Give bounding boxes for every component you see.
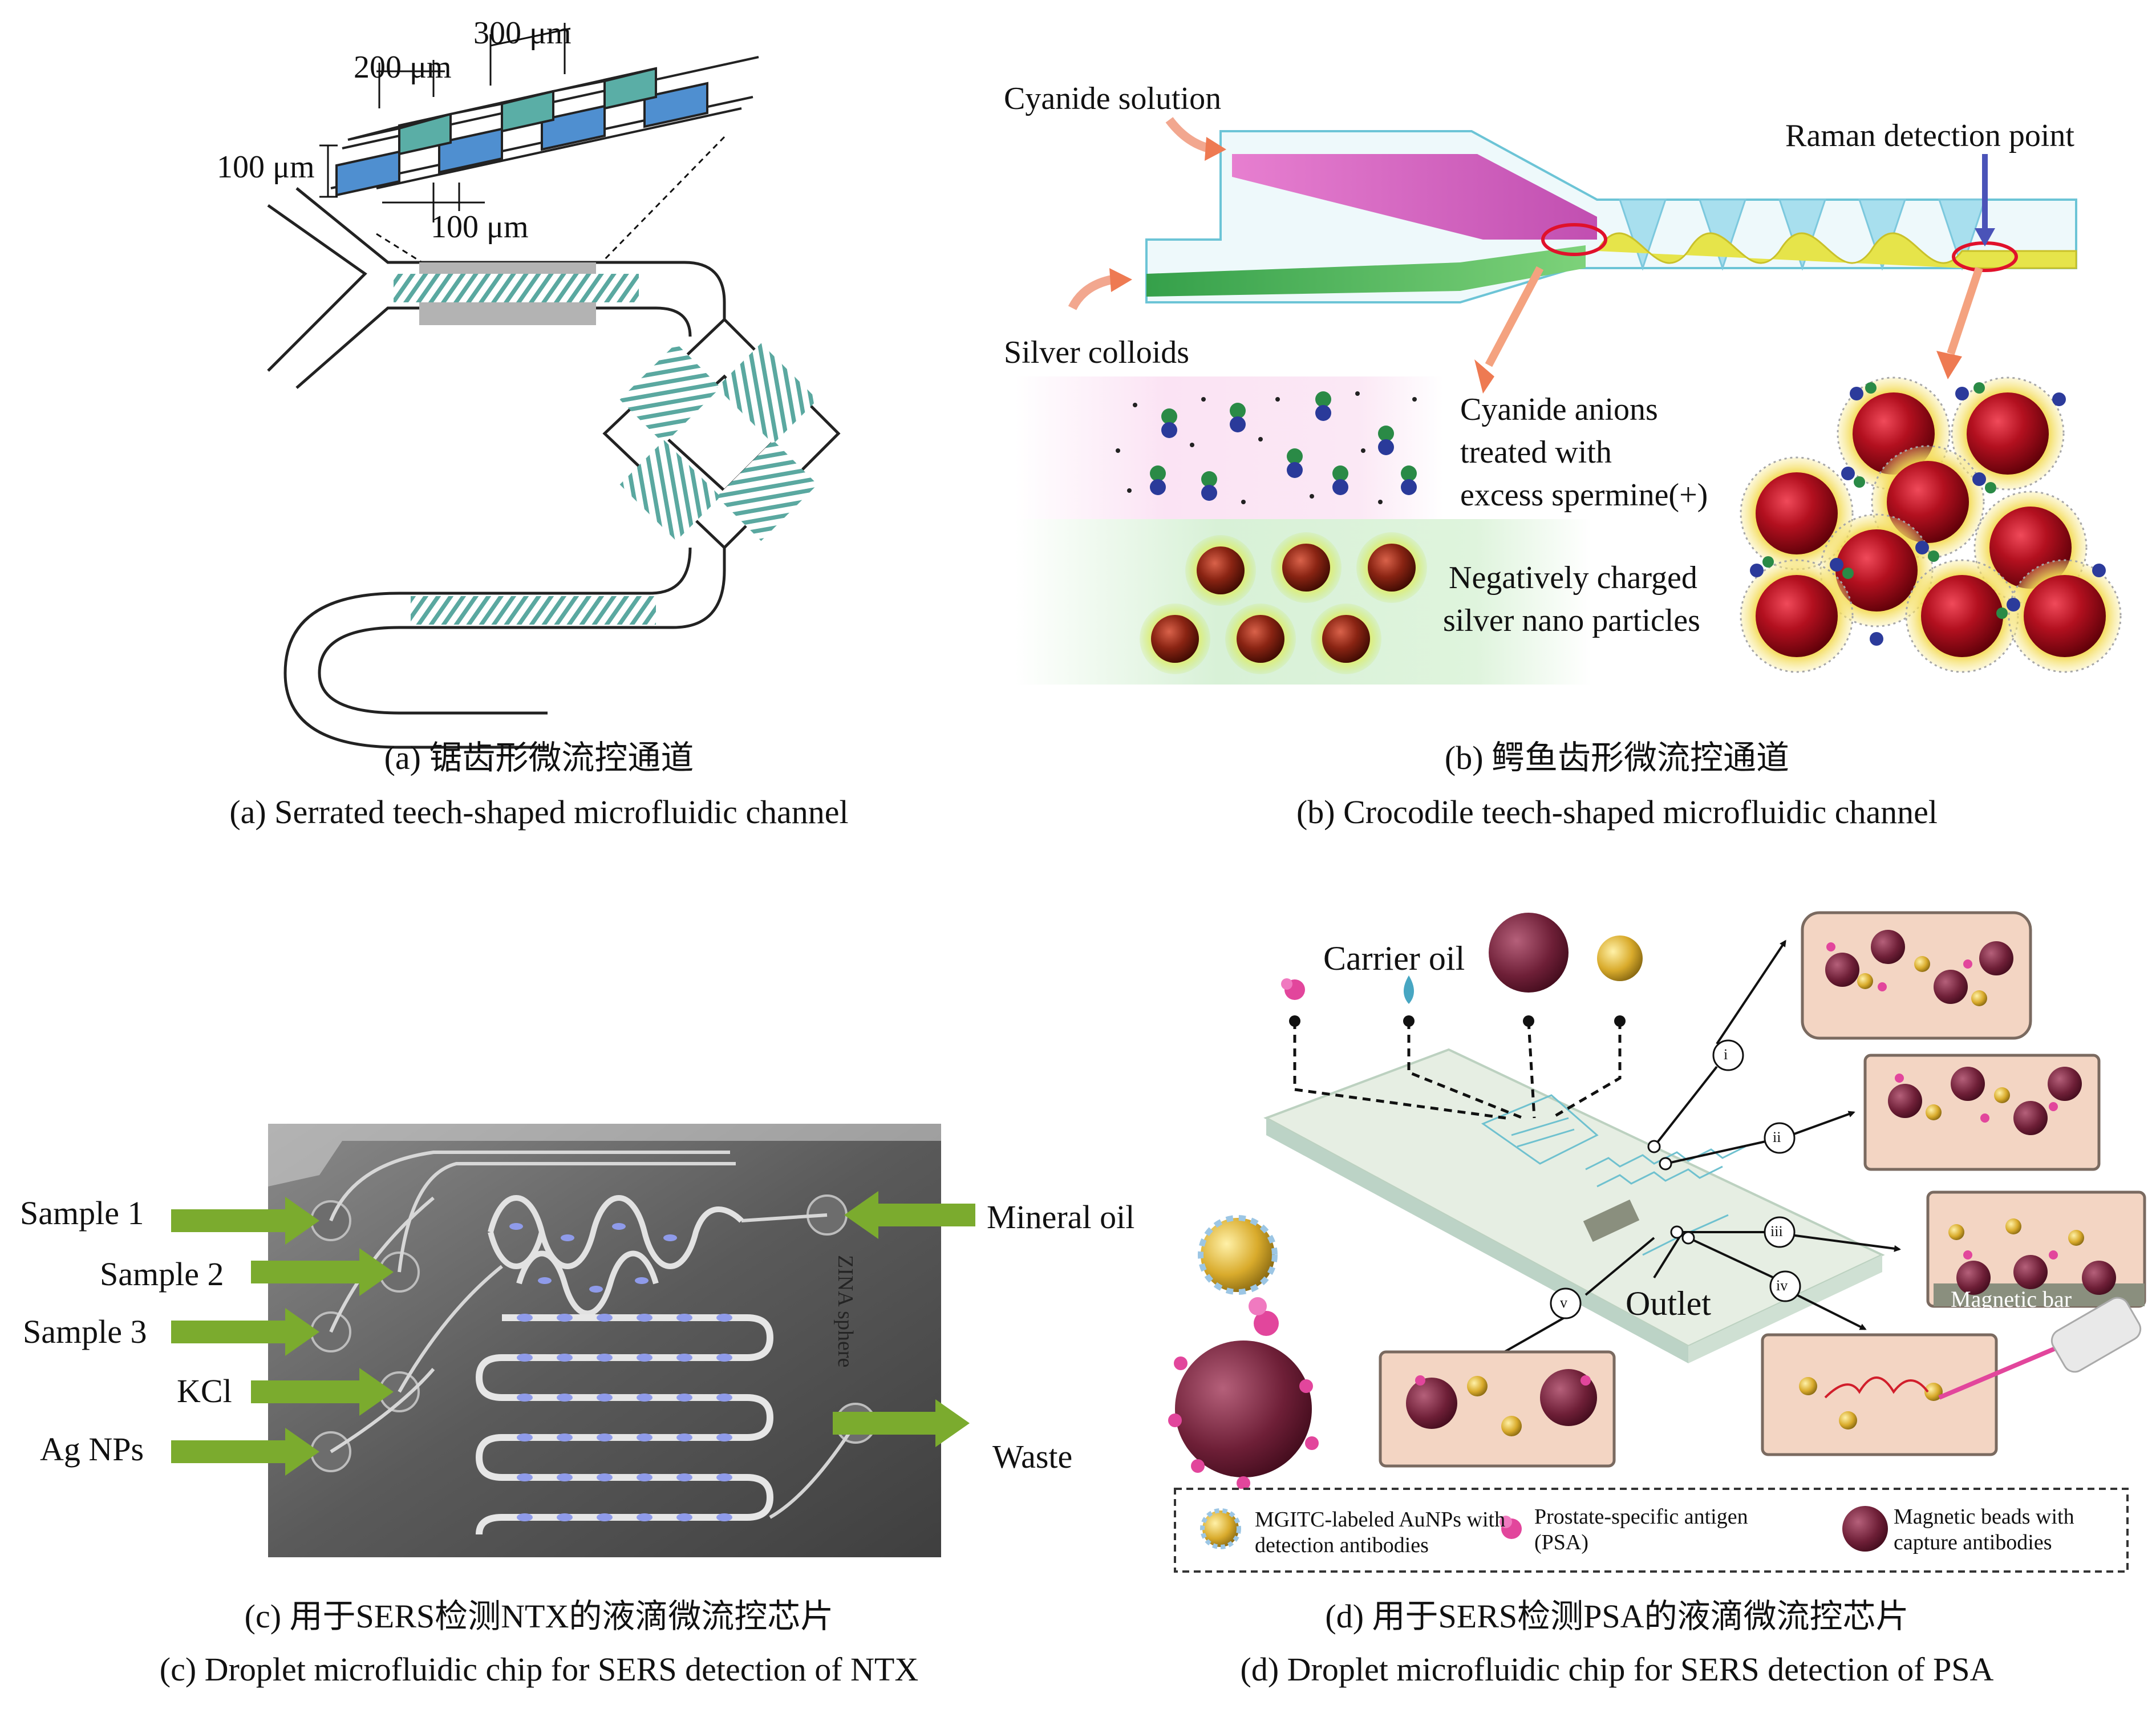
dim-gap-label: 100 μm [431, 209, 529, 245]
input-label-ag-nps: Ag NPs [40, 1431, 144, 1468]
carrier-oil-label: Carrier oil [1323, 939, 1465, 977]
mixer-serpentine [488, 1195, 744, 1317]
cyanide-anions-line-3: excess spermine(+) [1460, 477, 1708, 513]
waste-line [769, 1422, 857, 1519]
mineral-oil-label: Mineral oil [987, 1198, 1135, 1236]
step-label-iv: iv [1776, 1277, 1788, 1294]
step-label-ii: ii [1773, 1129, 1781, 1145]
step-label-i: i [1724, 1046, 1728, 1063]
meander-channel [475, 1314, 774, 1535]
caption-b-cn: (b) 鳄鱼齿形微流控通道 [1444, 739, 1790, 776]
step-label-iii: iii [1770, 1223, 1783, 1240]
dim-height-label: 100 μm [217, 149, 315, 185]
mixing-ring [1541, 223, 1607, 256]
green-arrows [171, 1191, 975, 1476]
legend-aunp-icon [1200, 1508, 1241, 1549]
negative-np-line-2: silver nano particles [1443, 603, 1700, 638]
dimension-lines [319, 23, 726, 264]
hatch-diamond-1 [619, 343, 721, 444]
step-label-v: v [1560, 1294, 1567, 1311]
inlet-dashed-lines [1293, 1020, 1622, 1120]
raman-point-label: Raman detection point [1785, 118, 2074, 153]
step-lines [1493, 939, 1901, 1359]
caption-d-en: (d) Droplet microfluidic chip for SERS d… [1240, 1651, 1994, 1688]
input-label-sample-3: Sample 3 [23, 1313, 147, 1350]
aggregated-nanoparticles [1740, 376, 2122, 673]
glass-chip-side [1688, 1255, 1882, 1363]
chip-shadow-edge [268, 1124, 941, 1186]
down-arrowhead-left [1474, 359, 1494, 394]
caption-a-cn: (a) 锯齿形微流控通道 [384, 739, 694, 776]
inlet-arrow-silver [1068, 275, 1113, 310]
input-label-kcl: KCl [177, 1372, 232, 1410]
hatch-diamond-2 [716, 343, 818, 444]
input-label-sample-1: Sample 1 [20, 1194, 144, 1232]
legend-box [1174, 1488, 2129, 1573]
panel-a-art [267, 23, 841, 749]
spermine-sparks [1116, 391, 1417, 504]
outlet-label: Outlet [1626, 1285, 1711, 1322]
green-stream [1146, 245, 1586, 297]
hatch-top [394, 274, 639, 302]
raman-arrowhead [1975, 228, 1995, 246]
legend-psa-line-2: (PSA) [1534, 1530, 1589, 1554]
pink-stream [1232, 154, 1597, 240]
cyanide-solution-label: Cyanide solution [1004, 81, 1222, 116]
negative-np-line-1: Negatively charged [1449, 560, 1697, 596]
hatch-bottom [411, 596, 656, 625]
magnet-block [1583, 1199, 1640, 1242]
legend-beads-line-1: Magnetic beads with [1894, 1505, 2074, 1529]
inlet-dots [1289, 1015, 1626, 1027]
caption-c-en: (c) Droplet microfluidic chip for SERS d… [159, 1651, 919, 1688]
serrated-blocks [330, 56, 759, 197]
caption-b-en: (b) Crocodile teech-shaped microfluidic … [1296, 793, 1938, 831]
conjugate-illustration [1168, 1215, 1319, 1490]
cyanide-anions-line-2: treated with [1460, 435, 1612, 470]
pink-band [1015, 376, 1443, 519]
caption-c-cn: (c) 用于SERS检测NTX的液滴微流控芯片 [244, 1598, 834, 1635]
droplets [509, 1223, 732, 1521]
legend-psa-line-1: Prostate-specific antigen [1534, 1505, 1748, 1529]
legend-psa-icon [1500, 1516, 1522, 1539]
mixed-stream [1596, 232, 2077, 269]
chip-engraving: ZINA sphere [833, 1255, 857, 1367]
panel-d-art [1168, 911, 2146, 1573]
legend-aunp-line-1: MGITC-labeled AuNPs with [1255, 1508, 1506, 1532]
legend-beads-line-2: capture antibodies [1894, 1530, 2052, 1554]
inlet-arrowhead-silver [1109, 268, 1132, 292]
legend-bead-icon [1842, 1506, 1888, 1552]
cyanide-ions [1150, 391, 1417, 501]
caption-d-cn: (d) 用于SERS检测PSA的液滴微流控芯片 [1325, 1598, 1909, 1635]
waste-label: Waste [992, 1438, 1073, 1475]
cyanide-anions-line-1: Cyanide anions [1460, 392, 1658, 427]
input-label-sample-2: Sample 2 [100, 1256, 224, 1293]
panel-b-art [1015, 117, 2122, 685]
dim-200-label: 200 μm [354, 50, 452, 85]
magnetic-bar-label: Magnetic bar [1951, 1286, 2072, 1312]
feed-lines [329, 1151, 828, 1453]
silver-nanoparticles [1140, 532, 1427, 674]
dim-300-label: 300 μm [473, 15, 572, 51]
inlet-symbols [1281, 913, 1643, 1004]
hatch-diamond-3 [619, 440, 721, 541]
inlet-arrow-cyanide [1165, 117, 1211, 153]
panel-c-art: ZINA sphere [171, 1124, 975, 1557]
legend-aunp-line-2: detection antibodies [1255, 1533, 1429, 1557]
down-arrowhead-right [1936, 351, 1962, 379]
glass-chip-edge [1266, 1118, 1688, 1363]
down-arrow-right [1947, 266, 1983, 355]
inlet-arrowhead-cyanide [1205, 137, 1226, 161]
step-panel-beads [1406, 930, 2142, 1436]
silver-colloids-label: Silver colloids [1004, 335, 1190, 370]
hatch-diamond-4 [716, 440, 818, 541]
caption-a-en: (a) Serrated teech-shaped microfluidic c… [229, 793, 849, 831]
down-arrow-left [1485, 266, 1544, 367]
step-bubbles [1550, 1039, 1801, 1319]
